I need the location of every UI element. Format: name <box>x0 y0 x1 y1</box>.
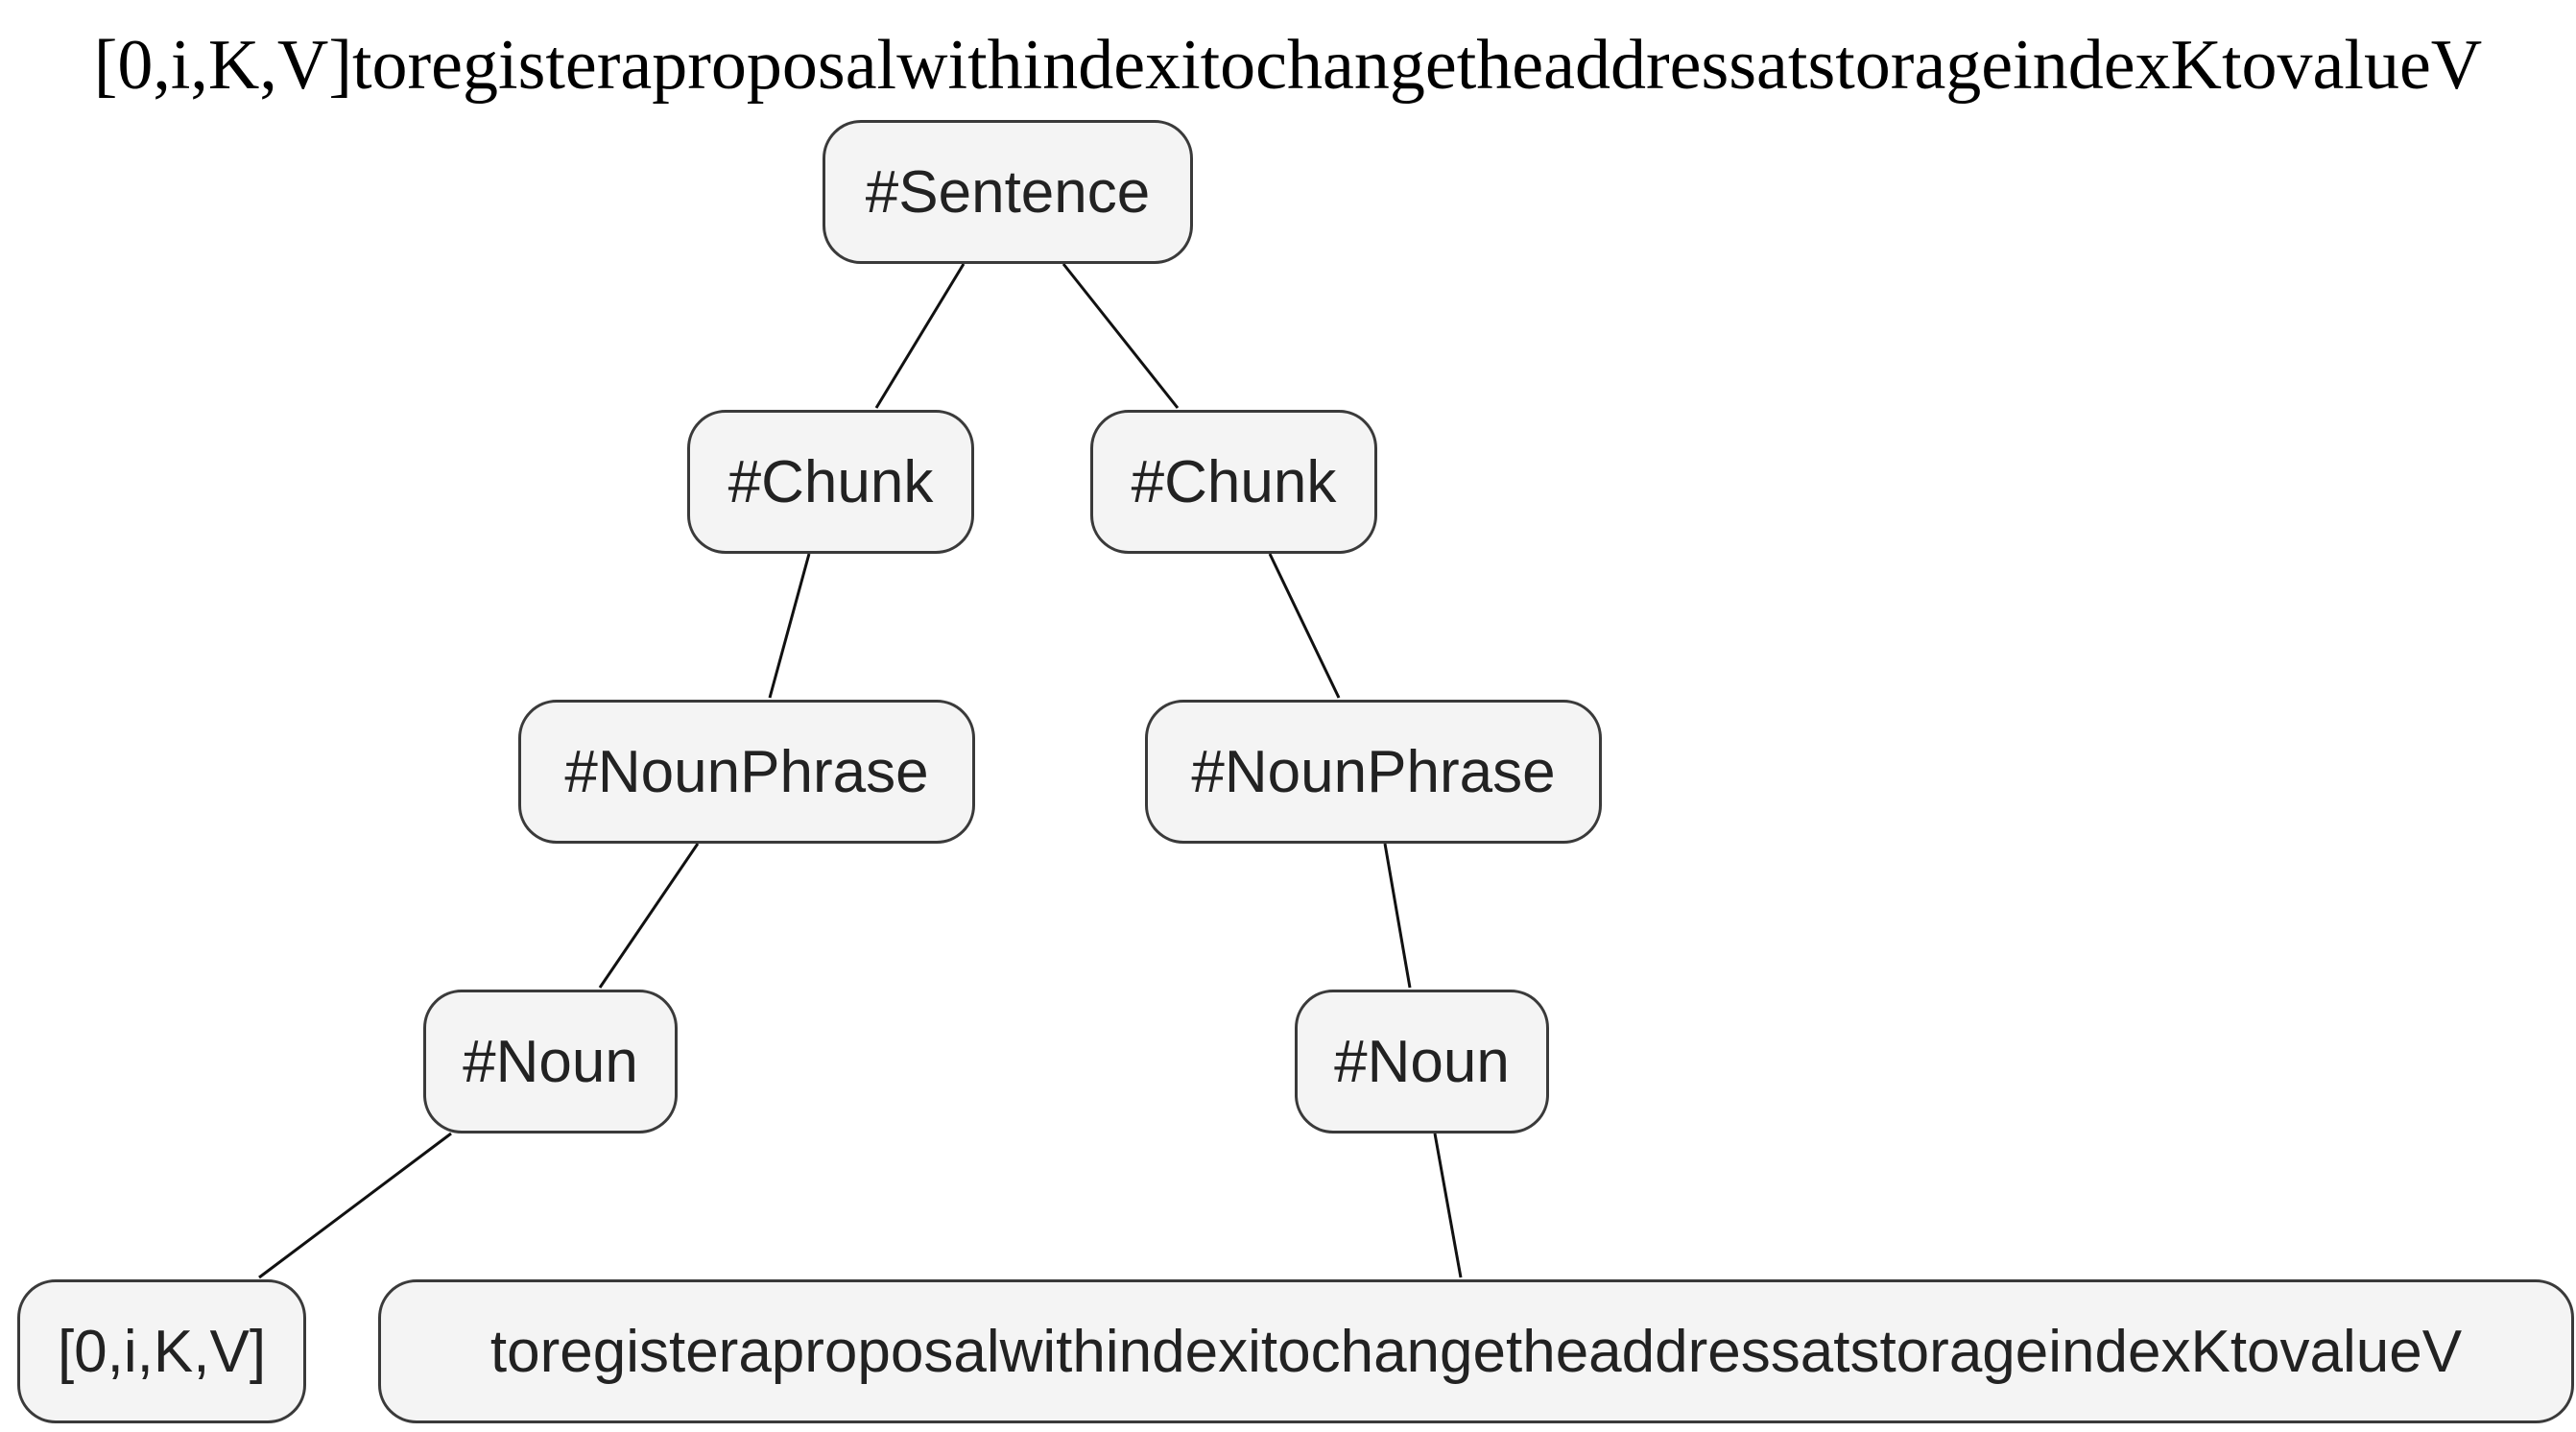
node-leaf-left: [0,i,K,V] <box>17 1279 306 1423</box>
edge-sentence-chunk-left <box>874 263 966 409</box>
node-nounphrase-right: #NounPhrase <box>1145 700 1602 844</box>
edge-chunk-left-nounphrase-left <box>768 553 811 699</box>
node-noun-right: #Noun <box>1295 990 1549 1134</box>
edge-chunk-right-nounphrase-right <box>1268 553 1341 699</box>
edge-nounphrase-left-noun-left <box>598 843 700 989</box>
node-chunk-right: #Chunk <box>1090 410 1377 554</box>
node-noun-left: #Noun <box>423 990 678 1134</box>
node-chunk-left: #Chunk <box>687 410 974 554</box>
diagram-title: [0,i,K,V]toregisteraproposalwithindexito… <box>93 26 2483 105</box>
edge-noun-left-leaf-left <box>258 1132 452 1279</box>
node-sentence: #Sentence <box>823 120 1193 264</box>
edge-sentence-chunk-right <box>1061 263 1180 409</box>
edge-noun-right-leaf-right <box>1433 1133 1463 1278</box>
edge-nounphrase-right-noun-right <box>1383 843 1412 989</box>
node-leaf-right: toregisteraproposalwithindexitochangethe… <box>378 1279 2574 1423</box>
node-nounphrase-left: #NounPhrase <box>518 700 975 844</box>
